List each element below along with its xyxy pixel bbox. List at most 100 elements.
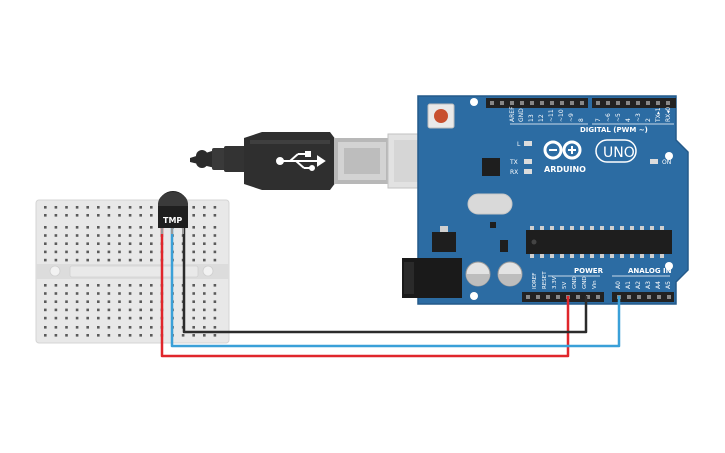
breadboard-hole[interactable] [192, 226, 195, 229]
breadboard-hole[interactable] [97, 214, 100, 217]
breadboard-hole[interactable] [65, 292, 68, 295]
breadboard-hole[interactable] [128, 258, 132, 262]
header-pin[interactable] [520, 101, 524, 105]
breadboard-hole[interactable] [139, 214, 142, 217]
breadboard-hole[interactable] [107, 258, 111, 262]
breadboard-hole[interactable] [203, 234, 206, 237]
header-pin[interactable] [596, 101, 600, 105]
breadboard-hole[interactable] [44, 284, 47, 287]
breadboard-hole[interactable] [54, 300, 58, 303]
breadboard-hole[interactable] [192, 308, 195, 312]
breadboard-hole[interactable] [150, 334, 153, 337]
reset-button[interactable] [427, 103, 455, 129]
breadboard-hole[interactable] [118, 234, 121, 237]
breadboard-hole[interactable] [150, 284, 153, 287]
breadboard-hole[interactable] [192, 214, 195, 217]
breadboard-hole[interactable] [118, 258, 121, 262]
breadboard-hole[interactable] [213, 334, 217, 337]
breadboard-hole[interactable] [213, 308, 217, 312]
analog-header[interactable] [612, 292, 674, 302]
breadboard-hole[interactable] [97, 334, 100, 337]
header-pin[interactable] [530, 101, 534, 105]
breadboard-hole[interactable] [192, 258, 195, 262]
breadboard-hole[interactable] [75, 292, 79, 295]
breadboard-hole[interactable] [75, 258, 79, 262]
wire-5v-red[interactable] [160, 226, 570, 358]
header-pin[interactable] [580, 101, 584, 105]
breadboard-hole[interactable] [192, 292, 195, 295]
breadboard-hole[interactable] [181, 334, 185, 337]
breadboard-hole[interactable] [150, 214, 153, 217]
header-pin[interactable] [576, 295, 580, 299]
breadboard-hole[interactable] [192, 250, 195, 254]
header-pin[interactable] [526, 295, 530, 299]
breadboard-hole[interactable] [97, 300, 100, 303]
breadboard-hole[interactable] [213, 226, 217, 229]
header-pin[interactable] [500, 101, 504, 105]
breadboard-hole[interactable] [150, 242, 153, 245]
header-pin[interactable] [536, 295, 540, 299]
breadboard-hole[interactable] [65, 214, 68, 217]
breadboard-hole[interactable] [44, 292, 47, 295]
breadboard-hole[interactable] [128, 250, 132, 254]
breadboard-hole[interactable] [192, 334, 195, 337]
breadboard-hole[interactable] [213, 234, 217, 237]
breadboard-hole[interactable] [86, 308, 89, 312]
breadboard-hole[interactable] [139, 316, 142, 320]
breadboard-hole[interactable] [213, 214, 217, 217]
breadboard-hole[interactable] [54, 284, 58, 287]
breadboard-hole[interactable] [118, 214, 121, 217]
breadboard-hole[interactable] [139, 292, 142, 295]
breadboard-hole[interactable] [192, 326, 195, 329]
breadboard-hole[interactable] [75, 300, 79, 303]
breadboard-hole[interactable] [97, 226, 100, 229]
breadboard-hole[interactable] [107, 316, 111, 320]
breadboard-hole[interactable] [150, 300, 153, 303]
breadboard-hole[interactable] [128, 214, 132, 217]
breadboard-hole[interactable] [203, 206, 206, 209]
breadboard-hole[interactable] [139, 300, 142, 303]
breadboard-hole[interactable] [44, 206, 47, 209]
breadboard-hole[interactable] [213, 284, 217, 287]
breadboard-hole[interactable] [192, 284, 195, 287]
breadboard-hole[interactable] [203, 242, 206, 245]
breadboard-hole[interactable] [65, 234, 68, 237]
breadboard-hole[interactable] [128, 226, 132, 229]
breadboard-hole[interactable] [203, 308, 206, 312]
breadboard-hole[interactable] [213, 326, 217, 329]
breadboard-hole[interactable] [203, 258, 206, 262]
breadboard-hole[interactable] [54, 214, 58, 217]
breadboard-hole[interactable] [107, 206, 111, 209]
power-header[interactable] [522, 292, 604, 302]
breadboard-hole[interactable] [192, 242, 195, 245]
breadboard-hole[interactable] [139, 242, 142, 245]
header-pin[interactable] [570, 101, 574, 105]
header-pin[interactable] [636, 101, 640, 105]
breadboard-hole[interactable] [139, 334, 142, 337]
breadboard-hole[interactable] [75, 242, 79, 245]
breadboard-hole[interactable] [203, 226, 206, 229]
breadboard-hole[interactable] [192, 300, 195, 303]
breadboard-hole[interactable] [86, 334, 89, 337]
breadboard-hole[interactable] [54, 258, 58, 262]
breadboard-hole[interactable] [118, 226, 121, 229]
breadboard-hole[interactable] [107, 326, 111, 329]
breadboard-hole[interactable] [86, 316, 89, 320]
wire-a0-blue[interactable] [170, 226, 621, 348]
breadboard-hole[interactable] [75, 206, 79, 209]
breadboard-hole[interactable] [213, 250, 217, 254]
breadboard-hole[interactable] [44, 300, 47, 303]
breadboard-hole[interactable] [128, 242, 132, 245]
breadboard-hole[interactable] [75, 334, 79, 337]
breadboard-hole[interactable] [97, 284, 100, 287]
breadboard-hole[interactable] [65, 226, 68, 229]
header-pin[interactable] [626, 101, 630, 105]
breadboard-hole[interactable] [54, 226, 58, 229]
breadboard-hole[interactable] [44, 250, 47, 254]
breadboard-hole[interactable] [97, 292, 100, 295]
temperature-sensor[interactable]: TMP [158, 191, 188, 234]
header-pin[interactable] [606, 101, 610, 105]
breadboard-hole[interactable] [203, 326, 206, 329]
breadboard-hole[interactable] [150, 226, 153, 229]
